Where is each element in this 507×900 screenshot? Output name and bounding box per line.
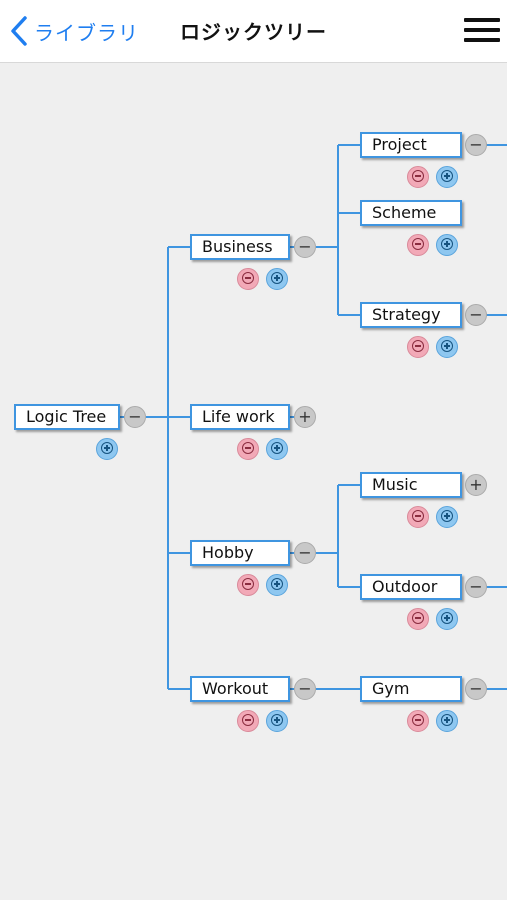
add-child-button[interactable]	[266, 268, 288, 290]
remove-node-button[interactable]	[407, 234, 429, 256]
hamburger-menu-button[interactable]	[464, 18, 500, 46]
remove-node-button[interactable]	[407, 710, 429, 732]
minus-circle-icon	[242, 714, 254, 726]
remove-node-button[interactable]	[237, 268, 259, 290]
add-circle-icon	[441, 238, 453, 250]
chevron-left-icon	[11, 16, 27, 46]
remove-node-button[interactable]	[407, 336, 429, 358]
tree-node-gym[interactable]: Gym	[360, 676, 462, 702]
collapse-toggle[interactable]: −	[124, 406, 146, 428]
page-title: ロジックツリー	[180, 20, 327, 44]
tree-node-workout[interactable]: Workout	[190, 676, 290, 702]
add-circle-icon	[441, 340, 453, 352]
minus-circle-icon	[412, 340, 424, 352]
tree-node-scheme[interactable]: Scheme	[360, 200, 462, 226]
collapse-toggle[interactable]: −	[465, 576, 487, 598]
remove-node-button[interactable]	[237, 438, 259, 460]
minus-circle-icon	[412, 510, 424, 522]
add-circle-icon	[101, 442, 113, 454]
add-child-button[interactable]	[436, 166, 458, 188]
add-child-button[interactable]	[266, 574, 288, 596]
add-child-button[interactable]	[436, 336, 458, 358]
tree-node-life-work[interactable]: Life work	[190, 404, 290, 430]
collapse-toggle[interactable]: −	[294, 542, 316, 564]
add-circle-icon	[271, 272, 283, 284]
minus-circle-icon	[412, 714, 424, 726]
collapse-toggle[interactable]: −	[465, 304, 487, 326]
add-circle-icon	[271, 714, 283, 726]
tree-connector-lines	[120, 144, 507, 690]
collapse-toggle[interactable]: −	[294, 678, 316, 700]
add-circle-icon	[271, 442, 283, 454]
expand-toggle[interactable]: +	[294, 406, 316, 428]
remove-node-button[interactable]	[237, 710, 259, 732]
tree-node-business[interactable]: Business	[190, 234, 290, 260]
collapse-toggle[interactable]: −	[465, 134, 487, 156]
collapse-toggle[interactable]: −	[294, 236, 316, 258]
minus-circle-icon	[412, 170, 424, 182]
add-child-button[interactable]	[266, 710, 288, 732]
minus-circle-icon	[242, 578, 254, 590]
add-circle-icon	[271, 578, 283, 590]
back-label: ライブラリ	[34, 20, 139, 45]
hamburger-icon	[464, 18, 500, 22]
add-circle-icon	[441, 170, 453, 182]
tree-node-music[interactable]: Music	[360, 472, 462, 498]
tree-node-root[interactable]: Logic Tree	[14, 404, 120, 430]
remove-node-button[interactable]	[407, 608, 429, 630]
add-circle-icon	[441, 510, 453, 522]
remove-node-button[interactable]	[407, 166, 429, 188]
tree-node-hobby[interactable]: Hobby	[190, 540, 290, 566]
add-child-button[interactable]	[436, 710, 458, 732]
minus-circle-icon	[242, 442, 254, 454]
tree-node-project[interactable]: Project	[360, 132, 462, 158]
navigation-bar: ライブラリ ロジックツリー	[0, 0, 507, 63]
back-button[interactable]: ライブラリ	[10, 14, 139, 48]
remove-node-button[interactable]	[407, 506, 429, 528]
add-circle-icon	[441, 612, 453, 624]
add-child-button[interactable]	[436, 506, 458, 528]
add-circle-icon	[441, 714, 453, 726]
tree-node-outdoor[interactable]: Outdoor	[360, 574, 462, 600]
add-child-button[interactable]	[266, 438, 288, 460]
remove-node-button[interactable]	[237, 574, 259, 596]
expand-toggle[interactable]: +	[465, 474, 487, 496]
tree-node-strategy[interactable]: Strategy	[360, 302, 462, 328]
add-child-button[interactable]	[436, 234, 458, 256]
minus-circle-icon	[242, 272, 254, 284]
add-child-button[interactable]	[436, 608, 458, 630]
minus-circle-icon	[412, 238, 424, 250]
logic-tree-canvas[interactable]: Logic Tree − Business − Life work + Hobb…	[0, 63, 507, 900]
minus-circle-icon	[412, 612, 424, 624]
add-child-button[interactable]	[96, 438, 118, 460]
collapse-toggle[interactable]: −	[465, 678, 487, 700]
